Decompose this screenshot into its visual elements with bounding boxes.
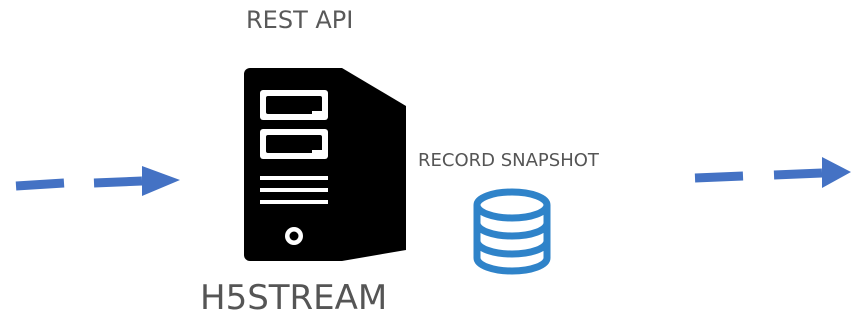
incoming-arrow-head xyxy=(142,166,180,196)
incoming-arrow-dash-1 xyxy=(15,178,65,191)
incoming-arrow-dash-2 xyxy=(93,176,143,188)
outgoing-arrow xyxy=(694,157,851,188)
outgoing-arrow-dash-2 xyxy=(773,168,823,180)
server-tower-icon xyxy=(244,68,406,261)
outgoing-arrow-dash-1 xyxy=(694,171,744,183)
server-name-label: H5STREAM xyxy=(200,278,388,318)
outgoing-arrow-head xyxy=(822,157,851,188)
rest-api-label: REST API xyxy=(246,6,354,34)
record-snapshot-label: RECORD SNAPSHOT xyxy=(418,150,599,171)
incoming-arrow xyxy=(15,166,180,196)
database-icon xyxy=(473,188,551,275)
